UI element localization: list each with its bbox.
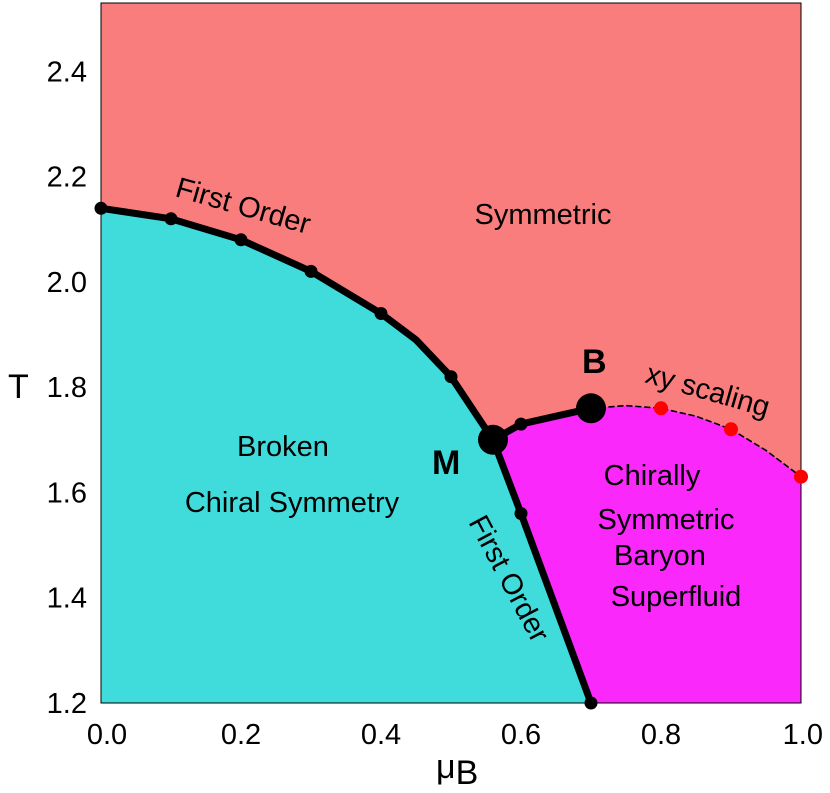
x-tick-label: 1.0 <box>783 719 823 751</box>
region-superfluid-fill <box>493 405 801 703</box>
special-point-b <box>576 393 606 424</box>
region-label-broken-line2: Chiral Symmetry <box>185 487 400 519</box>
phase-regions <box>101 3 801 704</box>
region-label-broken-line1: Broken <box>237 431 329 463</box>
marker-xy-scaling-2 <box>794 469 808 484</box>
x-axis-title-subscript: B <box>456 754 479 792</box>
x-axis-title-main: μ <box>436 748 456 786</box>
y-tick-label: 2.0 <box>47 267 87 299</box>
x-axis-title: μB <box>436 748 478 792</box>
line-first-order-lower <box>489 436 595 707</box>
y-tick-label: 1.4 <box>47 583 87 615</box>
x-tick-label: 0.2 <box>221 719 261 751</box>
plot-frame <box>100 2 802 704</box>
y-tick-label: 1.6 <box>47 478 87 510</box>
boundary-markers <box>94 201 808 710</box>
marker-first-order-upper-4 <box>374 307 388 320</box>
region-labels: Symmetric Broken Chiral Symmetry Chirall… <box>185 199 741 613</box>
marker-m-to-b-0 <box>514 417 528 431</box>
region-label-superfluid-line4: Superfluid <box>611 581 742 613</box>
y-axis-title: T <box>8 368 29 406</box>
region-symmetric-fill <box>101 3 801 477</box>
region-label-superfluid-line2: Symmetric <box>598 504 735 536</box>
y-tick-label: 1.2 <box>47 688 87 720</box>
marker-first-order-upper-5 <box>444 370 458 384</box>
marker-first-order-upper-3 <box>304 264 318 278</box>
region-label-superfluid-line1: Chirally <box>604 460 701 492</box>
marker-xy-scaling-0 <box>654 401 668 416</box>
x-tick-label: 0.4 <box>361 719 401 751</box>
x-tick-label: 0.8 <box>641 719 681 751</box>
region-label-symmetric: Symmetric <box>475 199 612 231</box>
y-tick-label: 1.8 <box>47 372 87 404</box>
axis-ticks: 0.0 0.2 0.4 0.6 0.8 1.0 1.2 1.4 1.6 1.8 2.0 2.2 2.4 <box>47 56 823 751</box>
region-broken-fill <box>101 208 591 704</box>
x-tick-label: 0.0 <box>87 719 127 751</box>
marker-first-order-upper-0 <box>94 201 108 215</box>
marker-first-order-upper-2 <box>234 233 248 247</box>
marker-xy-scaling-1 <box>724 422 738 437</box>
marker-first-order-lower-0 <box>514 507 528 520</box>
marker-first-order-lower-1 <box>584 696 598 710</box>
region-label-superfluid-line3: Baryon <box>614 540 706 572</box>
line-xy-scaling <box>590 404 802 478</box>
point-label-m: M <box>432 444 460 482</box>
point-label-b: B <box>582 343 607 381</box>
special-point-m <box>478 424 508 455</box>
y-tick-label: 2.4 <box>47 56 87 88</box>
line-first-order-upper <box>97 204 497 444</box>
special-point-labels: M B <box>432 343 607 482</box>
x-tick-label: 0.6 <box>501 719 541 751</box>
y-tick-label: 2.2 <box>47 162 87 194</box>
marker-first-order-upper-1 <box>164 212 178 226</box>
